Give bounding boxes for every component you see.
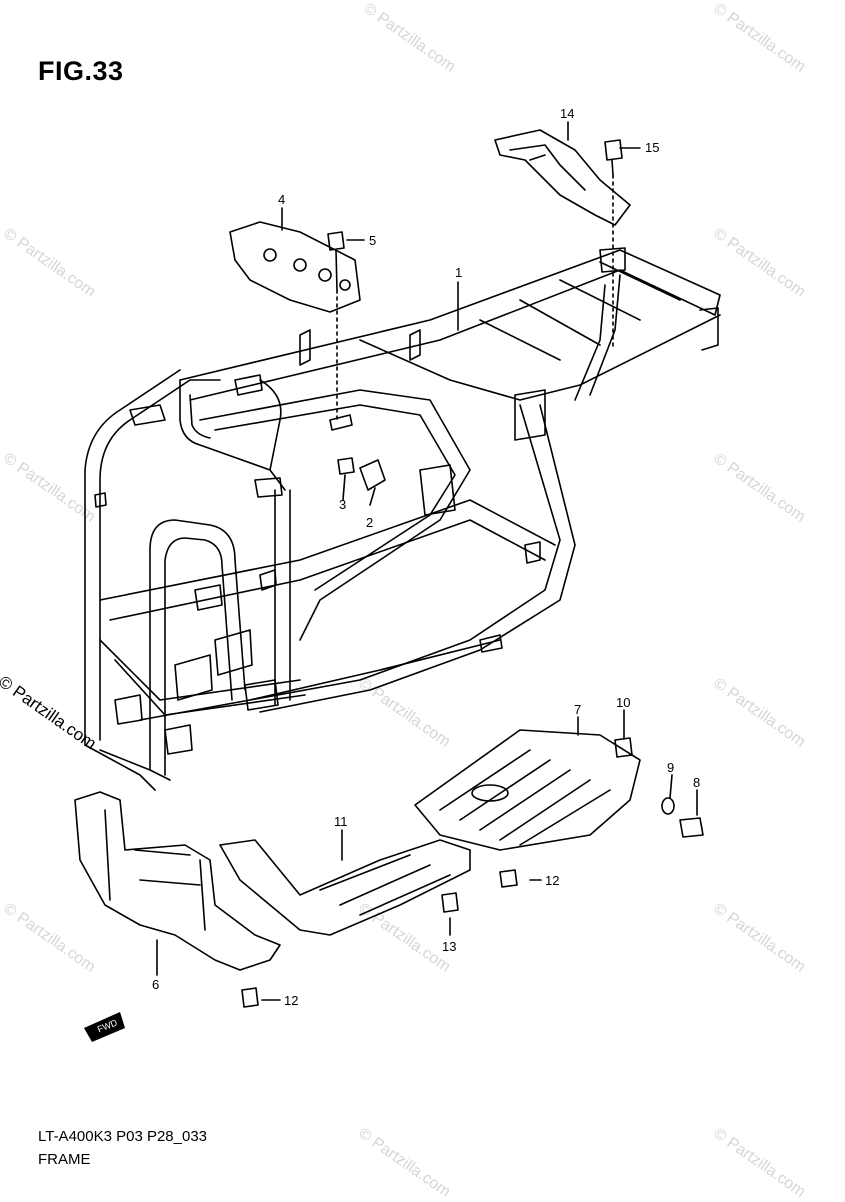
bolt-12a xyxy=(499,869,518,888)
main-frame xyxy=(84,247,721,791)
callout-12b: 12 xyxy=(284,993,298,1008)
nut-10 xyxy=(614,737,633,758)
callout-4: 4 xyxy=(278,192,285,207)
rear-bracket xyxy=(494,129,631,226)
callout-10: 10 xyxy=(616,695,630,710)
callout-12a: 12 xyxy=(545,873,559,888)
callout-1: 1 xyxy=(455,265,462,280)
callout-15: 15 xyxy=(645,140,659,155)
skid-plate-7 xyxy=(414,729,641,851)
bolt-5 xyxy=(327,231,345,291)
skid-plate-11 xyxy=(219,839,471,936)
bolt-8 xyxy=(679,817,704,838)
callout-2: 2 xyxy=(366,515,373,530)
callout-11: 11 xyxy=(334,814,348,829)
washer-9 xyxy=(661,797,675,815)
callout-8: 8 xyxy=(693,775,700,790)
figure-code: LT-A400K3 P03 P28_033 xyxy=(38,1128,208,1145)
bolt-15 xyxy=(604,139,623,176)
callout-3: 3 xyxy=(339,497,346,512)
bolt-13 xyxy=(441,892,459,913)
figure-title: FIG.33 xyxy=(38,56,124,86)
callout-7: 7 xyxy=(574,702,581,717)
callout-9: 9 xyxy=(667,760,674,775)
front-guard-6 xyxy=(74,791,281,971)
bolt-12b xyxy=(241,987,259,1008)
callout-13: 13 xyxy=(442,939,456,954)
callout-6: 6 xyxy=(152,977,159,992)
plate-2 xyxy=(359,459,386,491)
figure-name: FRAME xyxy=(38,1151,91,1168)
front-bracket xyxy=(229,221,361,313)
callout-5: 5 xyxy=(369,233,376,248)
callout-14: 14 xyxy=(560,106,574,121)
fwd-arrow: FWD xyxy=(84,1012,125,1042)
bolt-3 xyxy=(337,457,355,475)
